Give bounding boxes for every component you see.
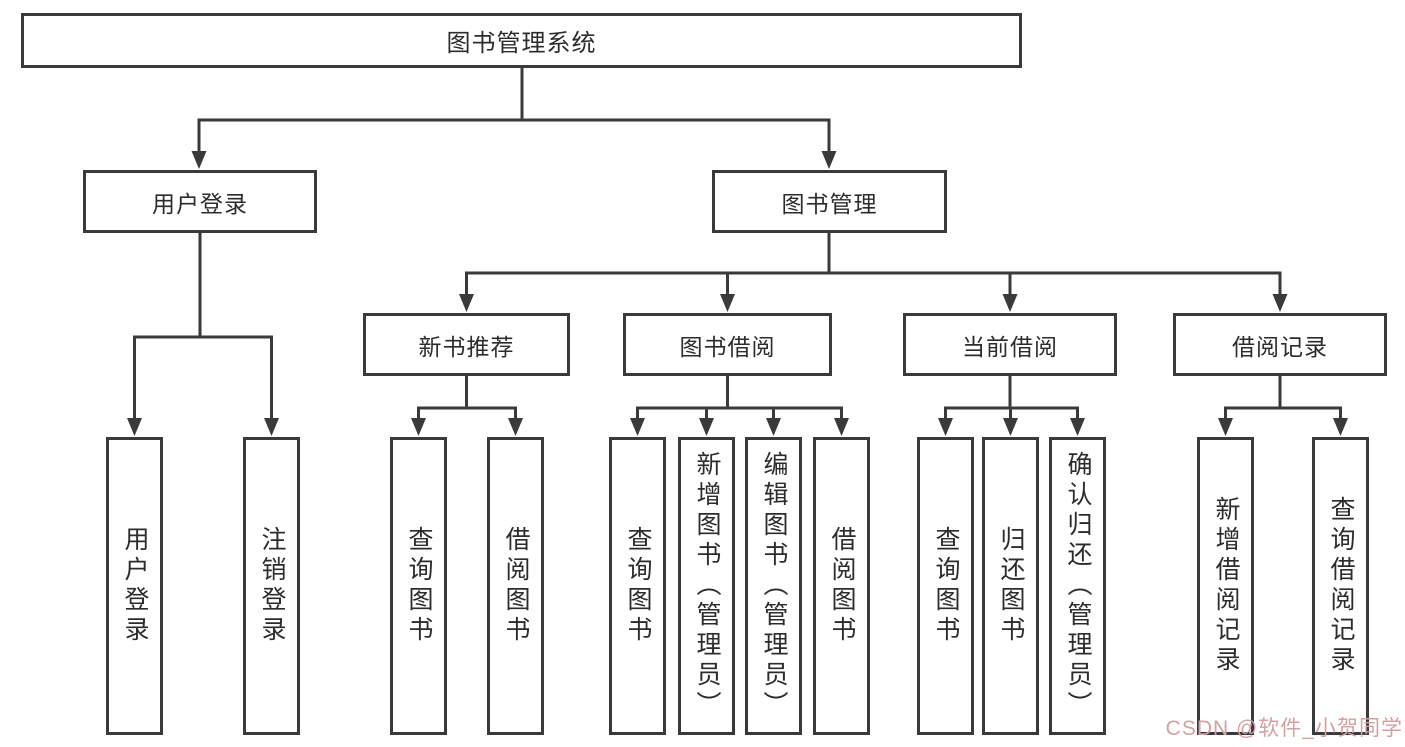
- node-book-management: 图书管理: [712, 170, 947, 233]
- leaf-confirm-return-admin: 确认归还（管理员）: [1049, 437, 1106, 735]
- node-library-management-system: 图书管理系统: [21, 13, 1022, 68]
- leaf-user-login: 用户登录: [106, 437, 163, 735]
- leaf-borrow-books-recommend: 借阅图书: [487, 437, 544, 735]
- node-current-borrow: 当前借阅: [903, 313, 1117, 376]
- leaf-add-book-admin: 新增图书（管理员）: [678, 437, 735, 735]
- node-book-borrow: 图书借阅: [623, 313, 832, 376]
- node-new-book-recommend: 新书推荐: [363, 313, 570, 376]
- leaf-borrow-books: 借阅图书: [813, 437, 870, 735]
- leaf-query-borrow-record: 查询借阅记录: [1312, 437, 1369, 735]
- leaf-edit-book-admin: 编辑图书（管理员）: [745, 437, 802, 735]
- leaf-query-books-current: 查询图书: [917, 437, 974, 735]
- leaf-return-book: 归还图书: [982, 437, 1039, 735]
- leaf-logout: 注销登录: [243, 437, 300, 735]
- node-borrow-records: 借阅记录: [1173, 313, 1387, 376]
- leaf-query-books-recommend: 查询图书: [390, 437, 447, 735]
- node-user-login: 用户登录: [83, 170, 317, 233]
- leaf-add-borrow-record: 新增借阅记录: [1197, 437, 1254, 735]
- leaf-query-books-borrow: 查询图书: [609, 437, 666, 735]
- csdn-watermark: CSDN @软件_小贺同学: [1165, 717, 1403, 740]
